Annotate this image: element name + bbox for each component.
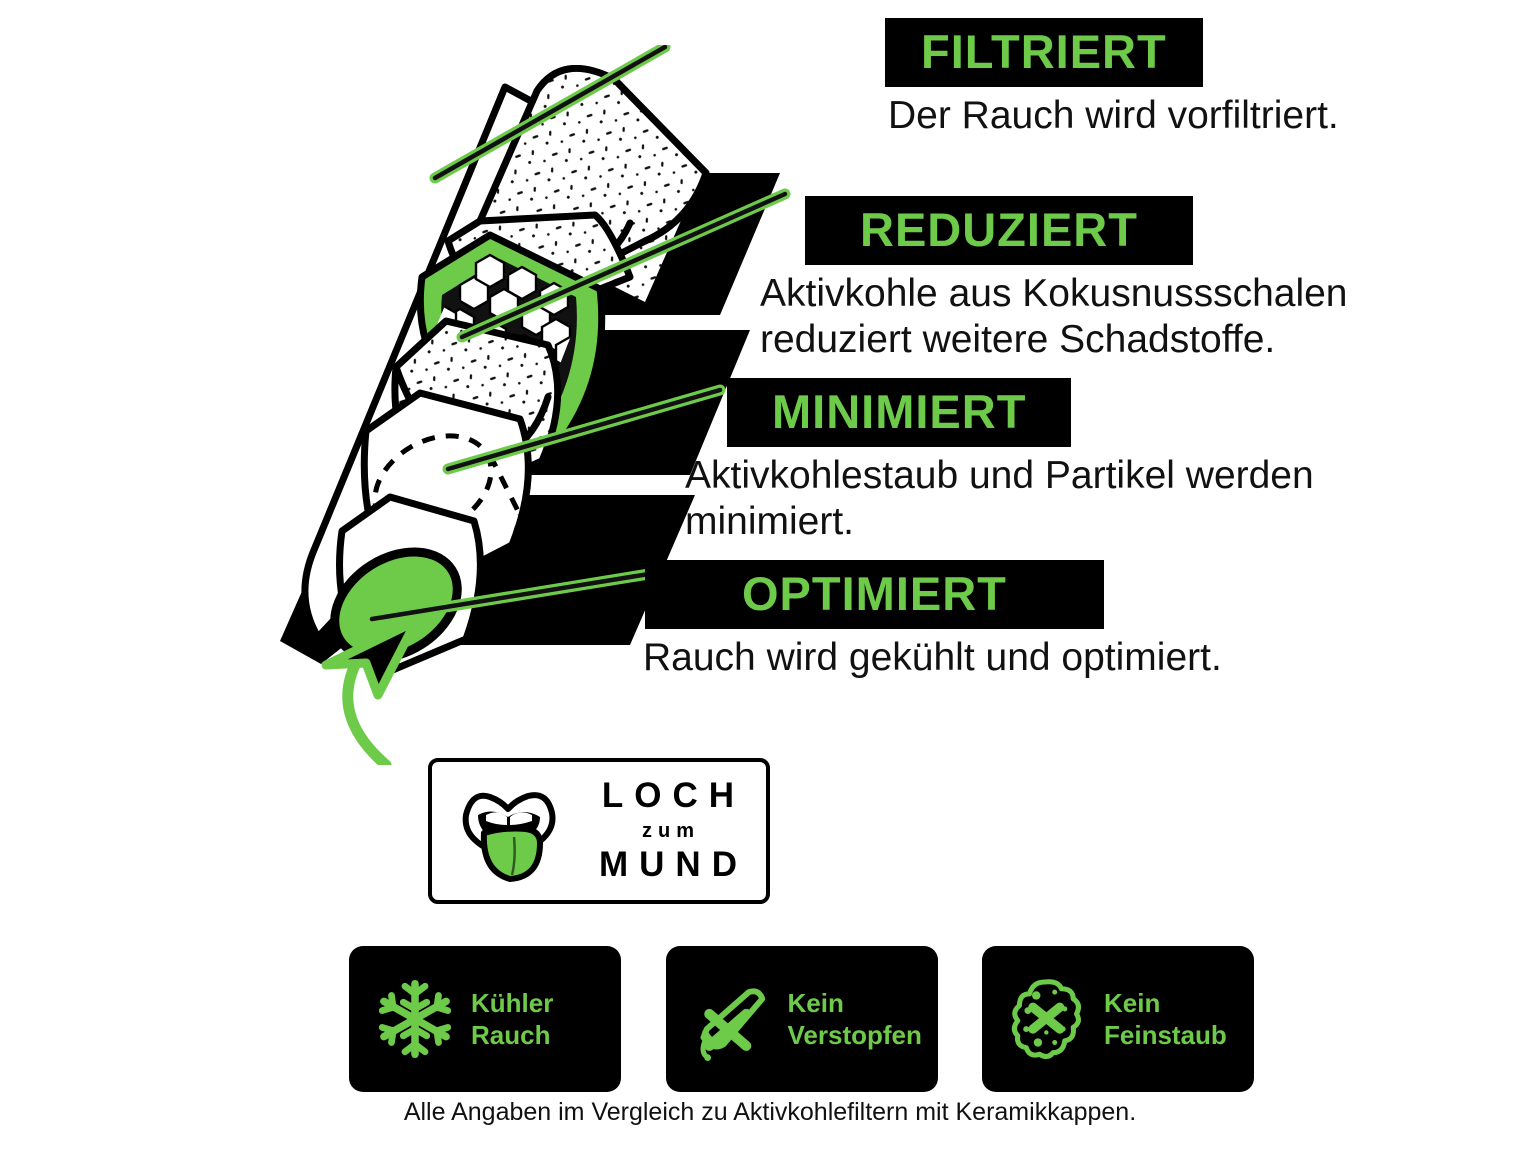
callout-optimiert: OPTIMIERT Rauch wird gekühlt und optimie… bbox=[643, 560, 1222, 681]
badge-line-mund: MUND bbox=[599, 845, 748, 884]
leader-line-reduziert bbox=[456, 188, 791, 343]
badge-line-loch: LOCH bbox=[601, 776, 746, 816]
loch-zum-mund-badge: LOCH zum MUND bbox=[428, 758, 770, 904]
mouth-tongue-icon bbox=[462, 792, 556, 882]
feature-label-kein-feinstaub: Kein Feinstaub bbox=[1104, 987, 1227, 1051]
feature-badge-row: Kühler Rauch Kein Verstopfen bbox=[349, 946, 1254, 1092]
footnote-text: Alle Angaben im Vergleich zu Aktivkohlef… bbox=[403, 1098, 1137, 1126]
feature-label-kuehler-rauch: Kühler Rauch bbox=[471, 987, 554, 1051]
description-optimiert: Rauch wird gekühlt und optimiert. bbox=[643, 636, 1222, 679]
clogged-filter-crossed-icon bbox=[700, 988, 765, 1061]
loch-zum-mund-words: LOCH zum MUND bbox=[588, 776, 748, 884]
feature-badge-kein-feinstaub: Kein Feinstaub bbox=[982, 946, 1254, 1092]
badge-line-zum: zum bbox=[641, 820, 700, 842]
banner-minimiert: MINIMIERT bbox=[727, 378, 1072, 447]
leader-lines bbox=[366, 45, 791, 625]
callout-minimiert: MINIMIERT Aktivkohlestaub und Partikel w… bbox=[685, 378, 1314, 545]
banner-optimiert: OPTIMIERT bbox=[645, 560, 1104, 629]
filter-cutaway-illustration bbox=[280, 45, 791, 765]
callout-reduziert: REDUZIERT Aktivkohle aus Kokusnussschale… bbox=[760, 196, 1348, 363]
callout-filtriert: FILTRIERT Der Rauch wird vorfiltriert. bbox=[885, 18, 1339, 139]
snowflake-icon bbox=[378, 979, 452, 1059]
banner-filtriert: FILTRIERT bbox=[885, 18, 1203, 87]
leader-line-minimiert bbox=[442, 384, 726, 475]
feature-badge-kein-verstopfen: Kein Verstopfen bbox=[665, 946, 938, 1092]
description-filtriert: Der Rauch wird vorfiltriert. bbox=[888, 94, 1339, 137]
leader-line-optimiert bbox=[366, 567, 661, 625]
filter-body bbox=[280, 64, 780, 765]
dust-particles-crossed-icon bbox=[1011, 979, 1081, 1059]
description-reduziert: Aktivkohle aus Kokusnussschalen reduzier… bbox=[760, 272, 1348, 362]
description-minimiert: Aktivkohlestaub und Partikel werden mini… bbox=[685, 454, 1314, 544]
airflow-arrow bbox=[321, 616, 421, 765]
feature-label-kein-verstopfen: Kein Verstopfen bbox=[787, 987, 922, 1051]
leader-line-filtriert bbox=[429, 45, 671, 184]
banner-reduziert: REDUZIERT bbox=[805, 196, 1193, 265]
green-mouth-opening bbox=[330, 493, 484, 681]
feature-badge-kuehler-rauch: Kühler Rauch bbox=[349, 946, 621, 1092]
